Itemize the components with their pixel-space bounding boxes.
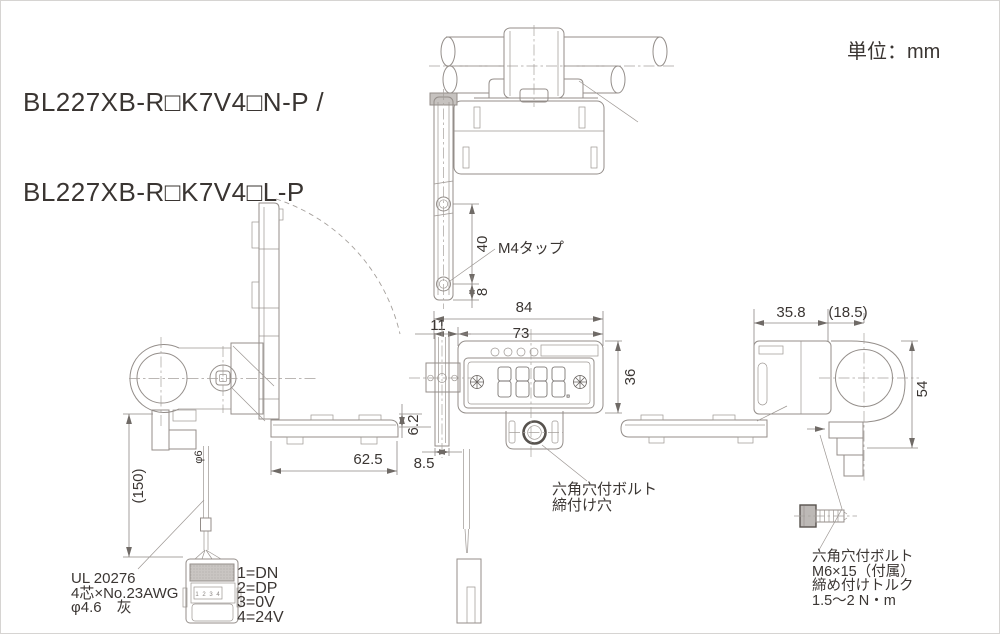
- clamp-ring-left: [129, 337, 316, 426]
- pin-2: 2=DP: [237, 580, 277, 597]
- right-side-view: 35.8 (18.5): [620, 304, 931, 551]
- window-screw-right: [573, 375, 587, 389]
- dim-tap-end-offset: 8: [474, 288, 491, 296]
- bolt-detail: 六角穴付ボルト M6×15（付属） 締め付けトルク 1.5～2 N・m: [794, 504, 915, 609]
- part-number-title: BL227XB-R□K7V4□N-P / BL227XB-R□K7V4□L-P: [23, 27, 324, 267]
- dim-cable-dia: φ6: [193, 450, 205, 463]
- label-window: [540, 344, 599, 357]
- cable-note-line1: UL 20276: [71, 570, 136, 587]
- clamp-ring-right: [819, 333, 919, 481]
- window-screw-left: [470, 375, 484, 389]
- dim-arm-radius: 62.5: [353, 451, 382, 468]
- dim-rail-gap: 6.2: [405, 415, 422, 436]
- cable-note-line2: 4芯×No.23AWG: [71, 585, 178, 602]
- pivoted-unit: [251, 202, 284, 420]
- rail-front: [409, 326, 473, 458]
- dim-height: 36: [622, 369, 639, 386]
- base-foot-right: [620, 405, 788, 444]
- m4-tap-hole: [436, 276, 451, 292]
- dim-height-right: 54: [914, 381, 931, 398]
- left-side-view: 62.5 (150) φ6: [123, 198, 401, 560]
- pin-assignment: 1=DN 2=DP 3=0V 4=24V: [237, 565, 284, 626]
- display-window: [463, 357, 595, 409]
- connector-front: 1 2 3 4: [182, 558, 242, 624]
- bolt-note-line1: 六角穴付ボルト: [812, 548, 914, 565]
- connector-pin-numbers: 1 2 3 4: [195, 592, 220, 598]
- connector-and-notes: 1 2 3 4 UL 20276 4芯×No.23AWG φ4.6 灰 1=DN…: [71, 499, 284, 626]
- connector-latch: [189, 563, 235, 582]
- dim-body-depth: 35.8: [776, 304, 805, 321]
- m4-tap-callout: M4タップ: [498, 240, 564, 257]
- bolt-note-line3: 締め付けトルク: [812, 577, 914, 594]
- dim-left-offset: 11: [430, 317, 446, 334]
- front-view: 84 73 11 36: [399, 299, 657, 624]
- clamp-jaw-right: [807, 421, 864, 477]
- seven-segment-digits: [497, 366, 570, 398]
- bolt-hole-callout-line1: 六角穴付ボルト: [552, 481, 657, 498]
- base-foot-left: [270, 414, 399, 445]
- rail-clamp-front: [425, 362, 461, 393]
- device-body-right: [753, 340, 832, 415]
- bolt-hole-callout-line2: 締付け穴: [552, 497, 612, 514]
- part-number-line2: BL227XB-R□K7V4□L-P: [23, 177, 305, 207]
- device-body-top: [453, 100, 605, 175]
- dim-rail-width: 8.5: [414, 455, 435, 472]
- cable-left: [194, 446, 222, 560]
- dim-overall-width: 84: [516, 299, 533, 316]
- front-cable: [456, 449, 482, 624]
- dim-tap-pitch: 40: [474, 236, 491, 253]
- dim-display-width: 73: [513, 325, 530, 342]
- bolt-note-line4: 1.5～2 N・m: [812, 593, 896, 609]
- rotation-arc: [275, 198, 401, 335]
- part-number-line1: BL227XB-R□K7V4□N-P /: [23, 87, 325, 117]
- top-view: 40 8 M4タップ: [429, 25, 675, 309]
- pin-1: 1=DN: [237, 565, 278, 582]
- pin-3: 3=0V: [237, 594, 275, 611]
- cable-note-line3: φ4.6 灰: [71, 599, 132, 616]
- dim-clamp-depth: (18.5): [828, 304, 867, 321]
- pin-4: 4=24V: [237, 609, 284, 626]
- indicator-leds: [490, 347, 539, 357]
- bolt-note-line2: M6×15（付属）: [812, 563, 915, 580]
- unit-label: 単位：mm: [847, 41, 941, 63]
- lower-bracket: [505, 411, 564, 450]
- clamp-jaw-left: [151, 409, 197, 451]
- dim-cable-length: (150): [130, 468, 147, 503]
- display-body: [457, 340, 604, 414]
